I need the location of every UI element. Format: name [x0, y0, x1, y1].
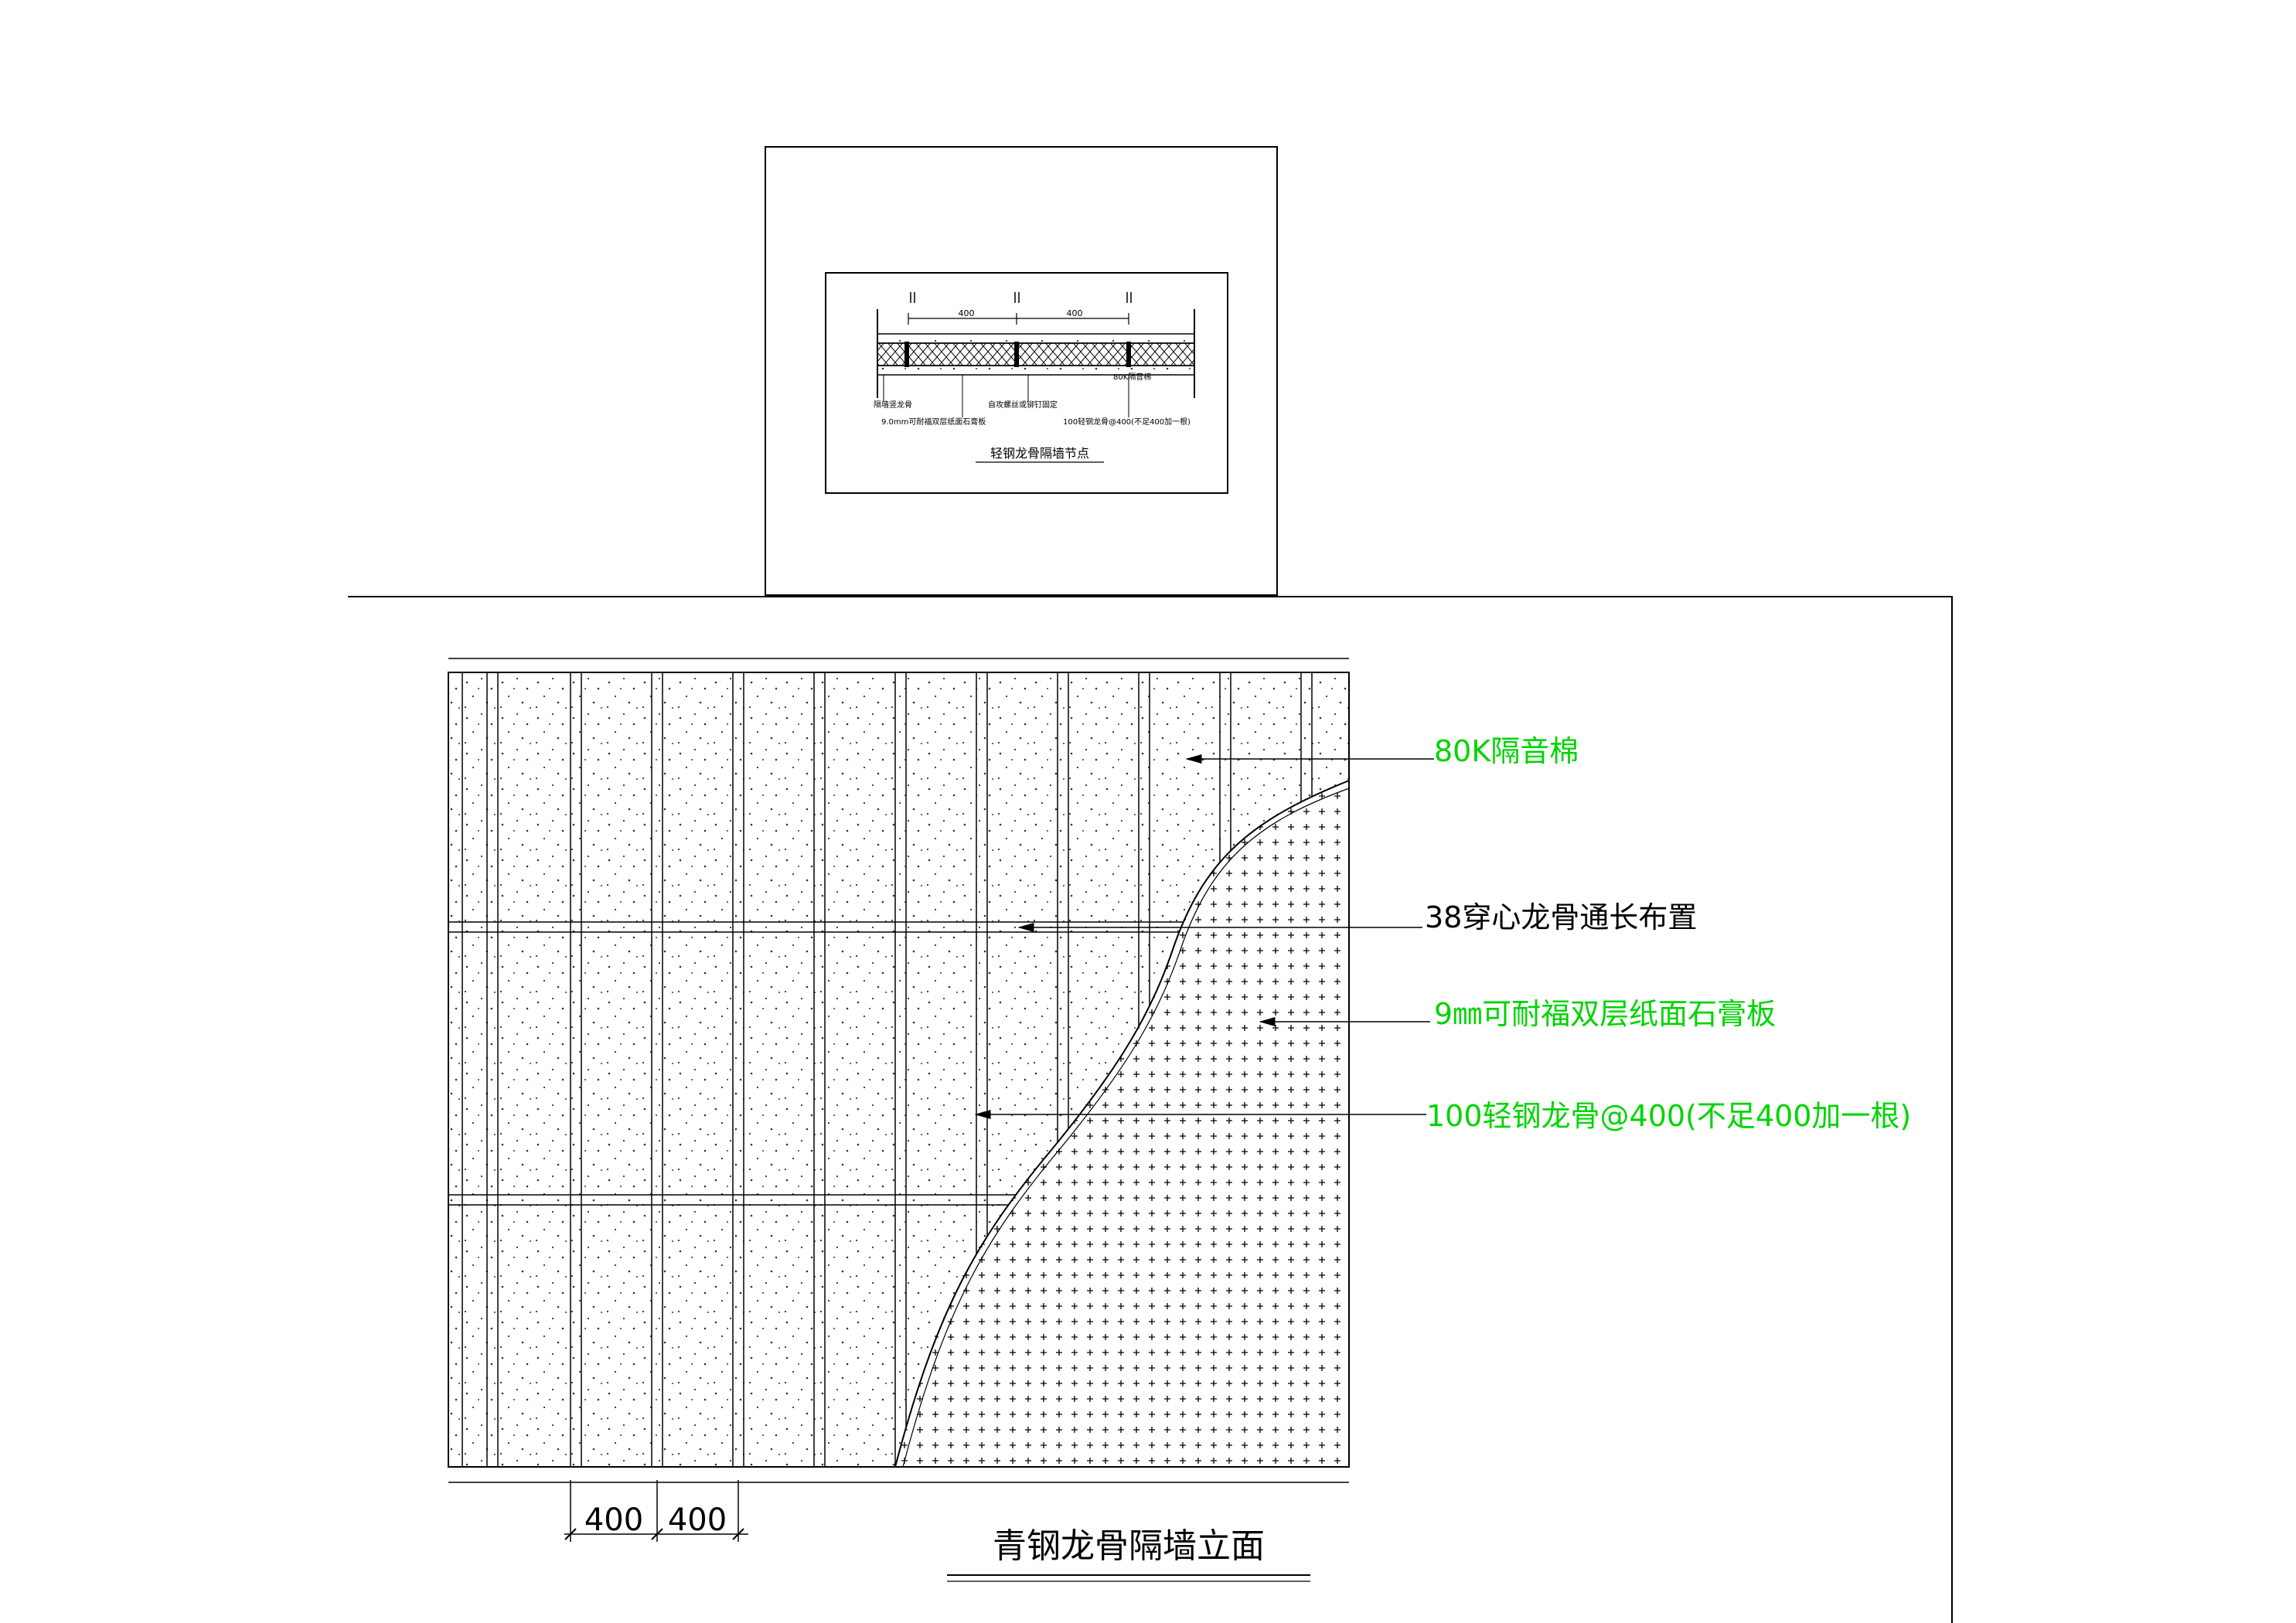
partition-section: 400 400: [877, 292, 1195, 417]
stud-mark: [1126, 342, 1131, 367]
detail-title: 轻钢龙骨隔墙节点: [990, 446, 1089, 461]
detail-label-stud: 隔墙竖龙骨: [874, 400, 912, 410]
annotation-gypsum: 9㎜可耐福双层纸面石膏板: [1434, 997, 1776, 1031]
detail-sheet-frame: [765, 146, 1278, 596]
detail-inner-frame: [825, 272, 1228, 494]
detail-dim-1: 400: [959, 308, 975, 318]
gypsum-board-cutaway: [894, 779, 1350, 1468]
stud-mark: [1014, 342, 1019, 367]
dimension-400-right: 400: [668, 1502, 727, 1538]
annotation-stud: 100轻钢龙骨@400(不足400加一根): [1426, 1099, 1911, 1133]
insulation-layer: [877, 342, 1195, 366]
stud-mark: [904, 342, 909, 367]
elevation-sheet-frame: [348, 596, 1953, 1623]
detail-label-screw: 自攻螺丝或铆钉固定: [988, 400, 1058, 410]
annotation-through-keel: 38穿心龙骨通长布置: [1425, 900, 1697, 934]
dimension-string: 400 400: [564, 1480, 748, 1542]
detail-label-gypsum: 9.0mm可耐福双层纸面石膏板: [881, 417, 986, 427]
detail-label-insulation: 80K隔音棉: [1113, 372, 1151, 382]
dimension-400-left: 400: [584, 1502, 643, 1538]
detail-dim-2: 400: [1067, 308, 1083, 318]
detail-label-keel: 100轻钢龙骨@400(不足400加一根): [1063, 417, 1191, 427]
elevation-title: 青钢龙骨隔墙立面: [993, 1526, 1265, 1566]
detail-sheet: 400 400 隔墙竖龙骨 自攻螺丝或铆钉固定 80K隔音棉 9.0mm可耐福双…: [765, 146, 1278, 596]
annotation-insulation: 80K隔音棉: [1434, 734, 1579, 768]
elevation-sheet: 80K隔音棉 38穿心龙骨通长布置 9㎜可耐福双层纸面石膏板 100轻钢龙骨@4…: [348, 596, 1953, 1623]
